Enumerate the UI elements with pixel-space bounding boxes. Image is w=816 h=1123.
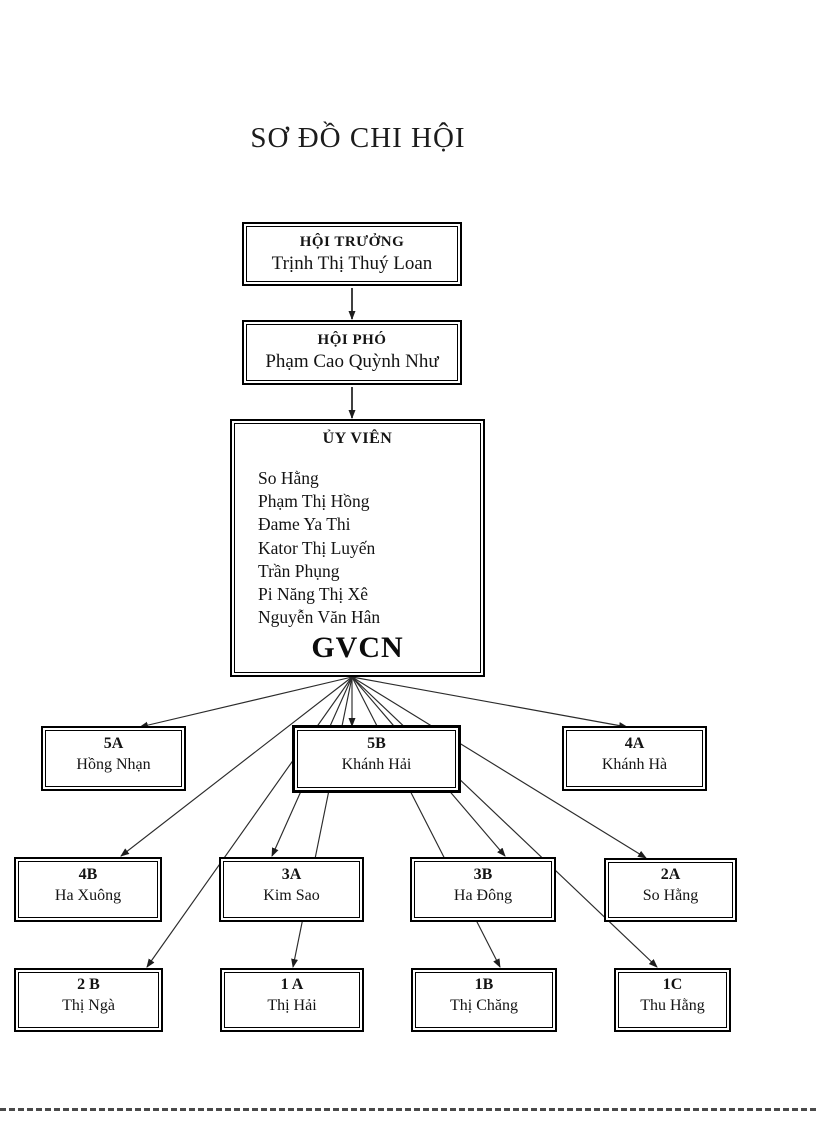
class-teacher-name: Thị Ngà <box>62 997 115 1014</box>
committee-box: ỦY VIÊN So Hằng Phạm Thị Hồng Đame Ya Th… <box>230 419 485 677</box>
connector-committee-to-1B <box>351 676 501 968</box>
class-code: 1C <box>662 976 683 993</box>
committee-role: ỦY VIÊN <box>322 430 393 447</box>
class-box-5a: 5A Hồng Nhạn <box>41 726 186 791</box>
class-box-1a: 1 A Thị Hải <box>220 968 364 1032</box>
class-teacher-name: Ha Xuông <box>54 886 122 904</box>
class-box-3b: 3B Ha Đông <box>410 857 556 922</box>
class-box-2a: 2A So Hằng <box>604 858 737 922</box>
class-teacher-name: Hồng Nhạn <box>76 755 151 773</box>
connector-committee-to-4A <box>351 676 628 730</box>
connector-committee-to-4B <box>120 676 353 857</box>
class-code: 4A <box>624 734 645 752</box>
class-teacher-name: Thị Chăng <box>450 997 518 1014</box>
class-teacher-name: Khánh Hải <box>341 756 412 773</box>
class-box-4b: 4B Ha Xuông <box>14 857 162 922</box>
class-box-5b: 5B Khánh Hải <box>292 725 461 793</box>
committee-footer-gvcn: GVCN <box>311 631 404 665</box>
vice-president-name: Phạm Cao Quỳnh Như <box>265 351 439 372</box>
page-title: SƠ ĐỒ CHI HỘI <box>250 122 466 154</box>
connector-committee-to-2B <box>146 676 353 968</box>
class-code: 2A <box>660 866 681 883</box>
class-teacher-name: Khánh Hà <box>601 755 668 773</box>
connector-committee-to-2A <box>351 676 647 859</box>
class-code: 5A <box>103 734 124 752</box>
class-code: 2 B <box>77 976 100 993</box>
class-box-2b: 2 B Thị Ngà <box>14 968 163 1032</box>
president-role: HỘI TRƯỞNG <box>299 233 405 250</box>
class-box-1c: 1C Thu Hằng <box>614 968 731 1032</box>
class-box-1b: 1B Thị Chăng <box>411 968 557 1032</box>
class-teacher-name: Ha Đông <box>453 886 513 904</box>
connector-committee-to-1A <box>291 676 353 968</box>
vice-president-role: HỘI PHÓ <box>317 332 387 348</box>
class-code: 3A <box>281 865 302 883</box>
vice-president-box: HỘI PHÓ Phạm Cao Quỳnh Như <box>242 320 462 385</box>
class-box-3a: 3A Kim Sao <box>219 857 364 922</box>
class-code: 3B <box>473 865 493 883</box>
connector-committee-to-5A <box>139 676 353 729</box>
class-teacher-name: Thị Hải <box>267 997 317 1014</box>
class-code: 5B <box>367 735 386 752</box>
president-name: Trịnh Thị Thuý Loan <box>271 252 433 274</box>
president-box: HỘI TRƯỞNG Trịnh Thị Thuý Loan <box>242 222 462 286</box>
connector-committee-to-1C <box>351 676 658 968</box>
class-code: 4B <box>78 865 98 883</box>
class-teacher-name: So Hằng <box>642 887 699 904</box>
class-teacher-name: Kim Sao <box>263 886 320 904</box>
committee-members: So Hằng Phạm Thị Hồng Đame Ya Thi Kator … <box>258 468 381 628</box>
class-code: 1 A <box>280 976 304 993</box>
page-bottom-dashed-line <box>0 1108 816 1111</box>
class-box-4a: 4A Khánh Hà <box>562 726 707 791</box>
class-code: 1B <box>474 976 494 993</box>
class-teacher-name: Thu Hằng <box>640 997 705 1014</box>
